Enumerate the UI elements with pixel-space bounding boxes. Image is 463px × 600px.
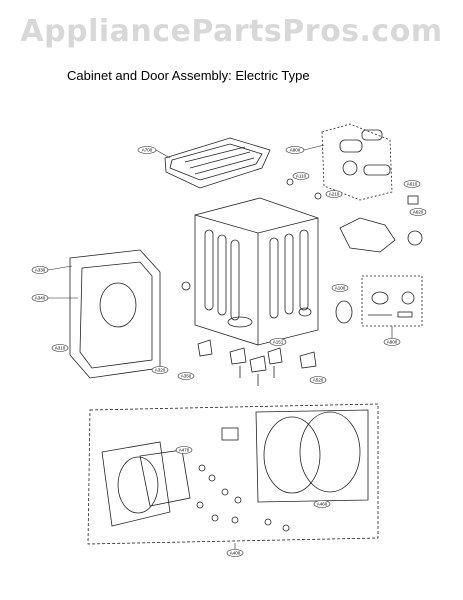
leveling-feet bbox=[197, 339, 317, 386]
wire-harness-part bbox=[339, 195, 423, 253]
callout-a610: A610 bbox=[407, 182, 418, 187]
callout-a310: A310 bbox=[55, 346, 66, 351]
callout-a330: A330 bbox=[35, 268, 46, 273]
callout-a620: A620 bbox=[413, 210, 424, 215]
callout-a151: A151 bbox=[273, 340, 284, 345]
callout-a210: A210 bbox=[329, 192, 340, 197]
callout-a340: A340 bbox=[35, 296, 46, 301]
gasket-part bbox=[335, 300, 353, 324]
callout-a320: A320 bbox=[155, 368, 166, 373]
callout-a470: A470 bbox=[179, 448, 190, 453]
callout-a700: A700 bbox=[142, 148, 153, 153]
callout-a460: A460 bbox=[317, 502, 328, 507]
duct-kit-part bbox=[321, 123, 393, 201]
watermark: AppliancePartsPros.com bbox=[20, 14, 443, 49]
callout-a400: A400 bbox=[230, 551, 241, 556]
door-assembly-box bbox=[87, 403, 379, 545]
callout-labels: A700 A800 A110 A210 A610 A620 A900 A100 … bbox=[31, 144, 427, 557]
callout-a100: A100 bbox=[335, 286, 346, 291]
callout-a520: A520 bbox=[313, 378, 324, 383]
callout-a800: A800 bbox=[290, 148, 301, 153]
callout-a350: A350 bbox=[181, 374, 192, 379]
callout-a900: A900 bbox=[387, 340, 398, 345]
small-hardware bbox=[181, 178, 322, 532]
accessory-box bbox=[361, 275, 423, 327]
cabinet-part bbox=[194, 197, 319, 346]
callout-a110: A110 bbox=[296, 174, 307, 179]
front-panel-part bbox=[69, 249, 161, 379]
page-title: Cabinet and Door Assembly: Electric Type bbox=[67, 68, 310, 83]
top-cover-part bbox=[164, 137, 271, 189]
